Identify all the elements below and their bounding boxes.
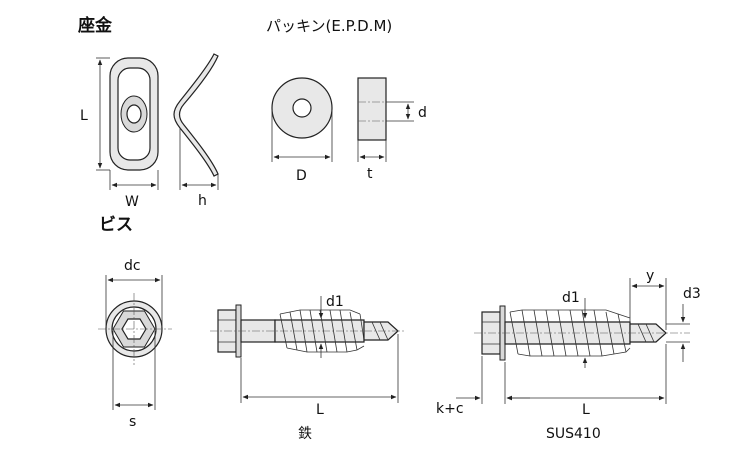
iron-thread-diameter-label: d1 [326, 294, 344, 310]
sus-screw-side-view [474, 305, 690, 361]
iron-length-label: L [316, 402, 324, 418]
screw-head-top-view [98, 293, 172, 365]
sus-length-label: L [582, 402, 590, 418]
packing-inner-label: d [418, 105, 427, 121]
sus-drill-length-label: y [646, 268, 654, 284]
sus-drill-diameter-label: d3 [683, 286, 701, 302]
washer-side-view [173, 53, 219, 177]
screw-heading: ビス [99, 215, 133, 235]
head-across-flats-label: s [129, 414, 136, 430]
packing-diameter-label: D [296, 168, 307, 184]
head-diameter-label: dc [124, 258, 141, 274]
washer-height-label: h [198, 193, 207, 209]
washer-width-label: W [125, 194, 139, 210]
sus-head-height-label: k+c [436, 401, 464, 417]
packing-thickness-label: t [367, 166, 373, 182]
packing-heading: パッキン(E.P.D.M) [266, 17, 392, 35]
washer-front-view [109, 57, 159, 171]
packing-side-view [357, 77, 387, 141]
sus-caption: SUS410 [546, 426, 601, 442]
washer-heading: 座金 [78, 15, 113, 36]
iron-screw-side-view [210, 304, 404, 358]
iron-caption: 鉄 [298, 426, 312, 442]
sus-thread-diameter-label: d1 [562, 290, 580, 306]
packing-front-view [271, 77, 333, 139]
washer-length-label: L [80, 108, 88, 124]
